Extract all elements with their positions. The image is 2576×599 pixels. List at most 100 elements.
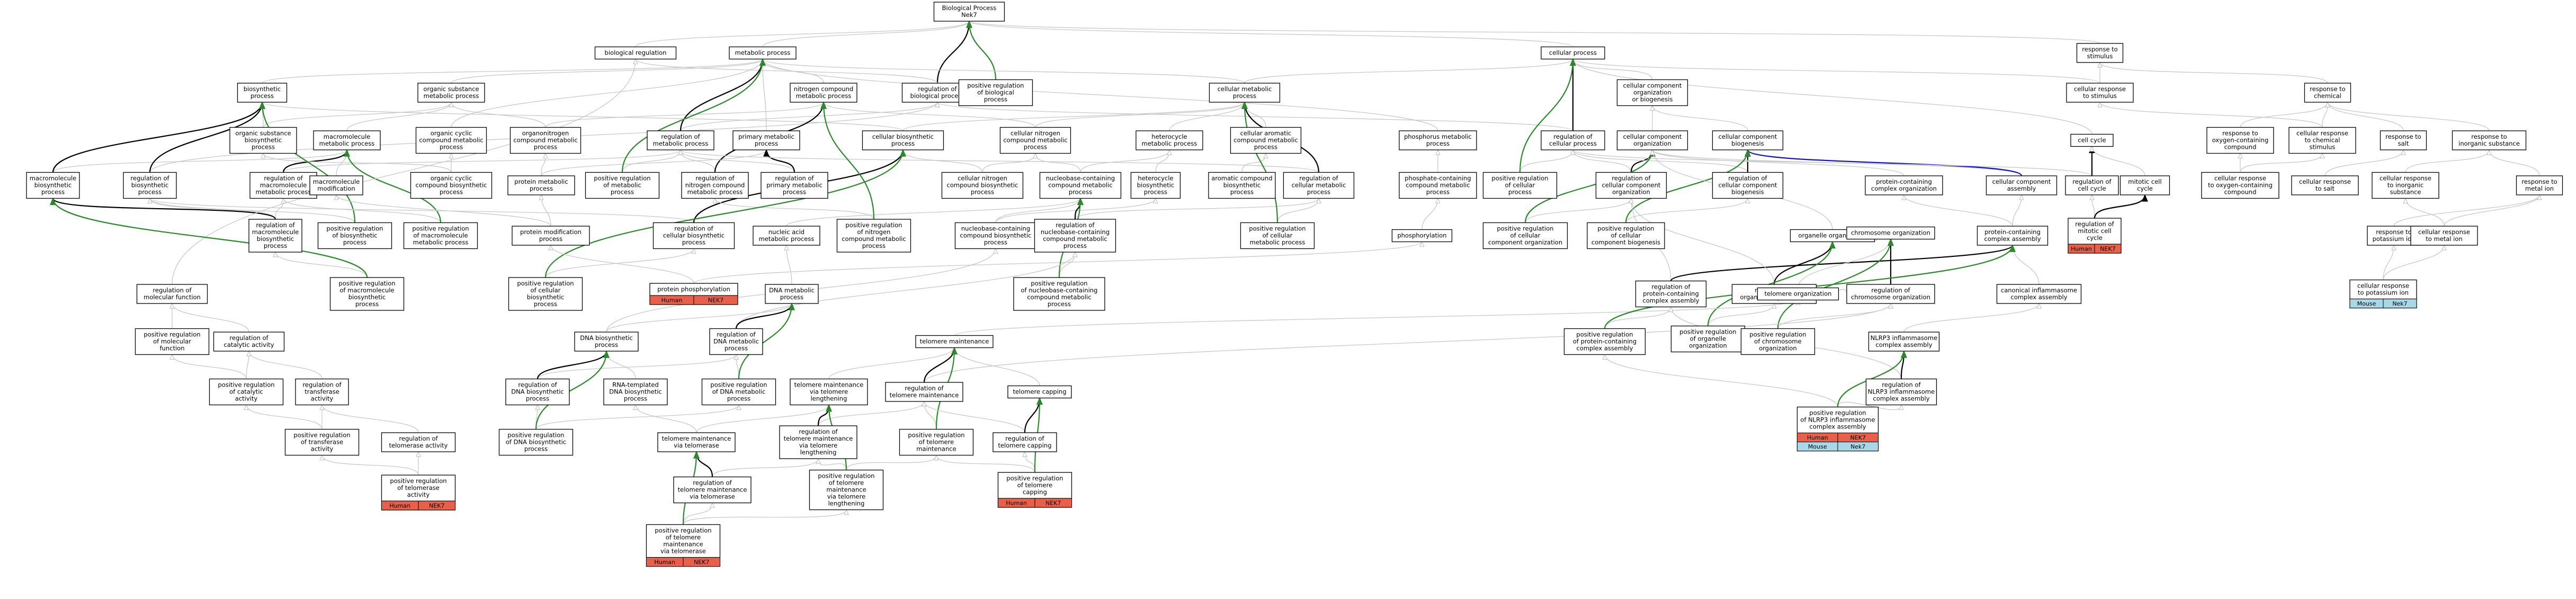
go-term-rmmbp[interactable]: regulation ofmacromoleculebiosyntheticpr… (248, 219, 302, 253)
go-term-cp[interactable]: cellular process (1541, 46, 1605, 60)
go-term-tcap[interactable]: telomere capping (1007, 385, 1072, 399)
go-term-cc[interactable]: cell cycle (2070, 133, 2114, 147)
go-term-tm[interactable]: telomere maintenance (915, 335, 994, 348)
go-term-cho[interactable]: chromosome organization (1846, 226, 1935, 240)
go-term-rnccmp[interactable]: regulation ofnucleobase-containingcompou… (1034, 219, 1116, 253)
go-term-phos[interactable]: phosphorylation (1391, 229, 1453, 243)
